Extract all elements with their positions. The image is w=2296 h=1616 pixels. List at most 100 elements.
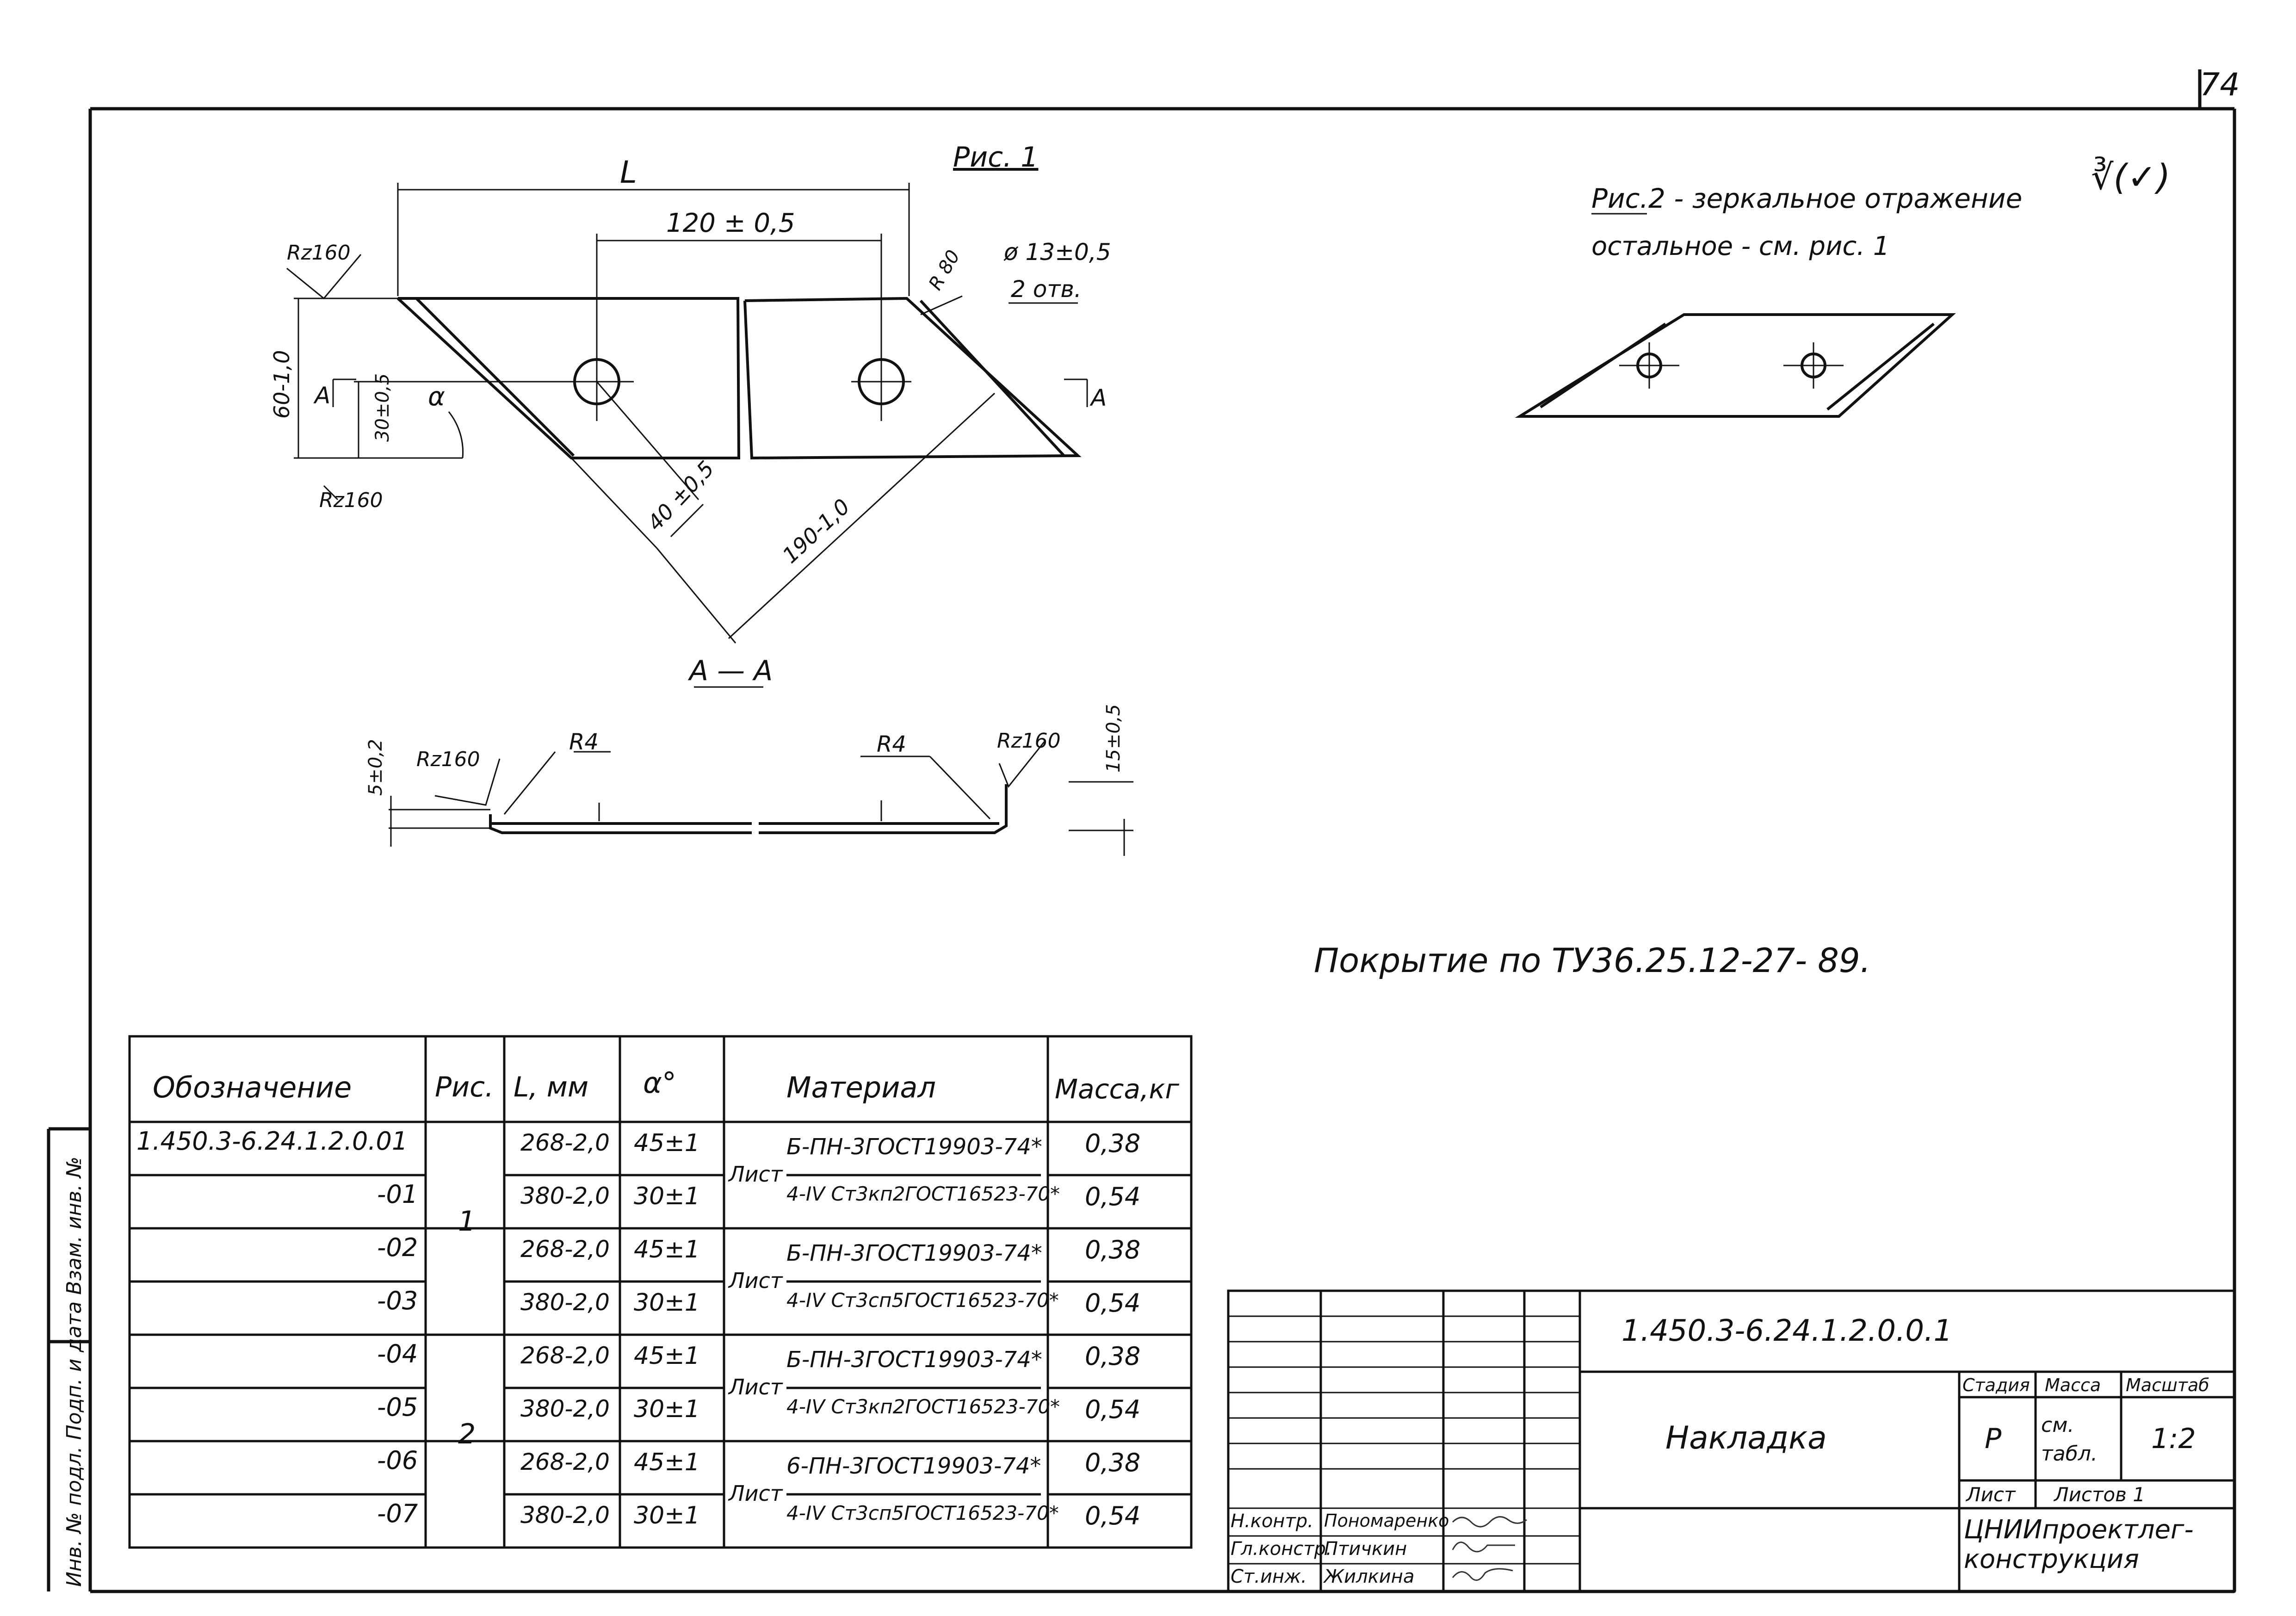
rz-bottom: Rz160 [319, 489, 383, 512]
designation-6: -06 [377, 1446, 418, 1475]
header-material: Материал [786, 1071, 936, 1104]
scale-value: 1:2 [2151, 1423, 2196, 1455]
section-mark-left: A [315, 382, 331, 409]
doc-code: 1.450.3-6.24.1.2.0.0.1 [1621, 1314, 1953, 1348]
alpha-label: α [428, 382, 445, 412]
role-1: Гл.констр. [1231, 1538, 1332, 1560]
sheet-label: Лист [1966, 1483, 2016, 1506]
mass-6: 0,38 [1085, 1448, 1141, 1477]
fig1-part-outline [396, 297, 1082, 460]
person-0: Пономаренко [1324, 1511, 1449, 1531]
person-2: Жилкина [1324, 1566, 1415, 1587]
angle-3: 30±1 [634, 1289, 700, 1317]
material-bottom-3: 4-IV Ст3сп5ГОСТ16523-70* [786, 1502, 1059, 1524]
section-title: А — А [689, 655, 773, 687]
section-R-right: R4 [877, 731, 906, 757]
material-bottom-0: 4-IV Ст3кп2ГОСТ16523-70* [786, 1183, 1060, 1205]
header-angle: α° [643, 1066, 676, 1100]
mass-label: Масса [2045, 1375, 2101, 1395]
header-mass: Масса,кг [1055, 1073, 1179, 1105]
header-fig: Рис. [435, 1071, 494, 1103]
signatures [1452, 1516, 1527, 1581]
designation-7: -07 [377, 1499, 418, 1528]
mass-7: 0,54 [1085, 1501, 1141, 1530]
material-top-0: Б-ПН-3ГОСТ19903-74* [786, 1134, 1042, 1160]
mass-3: 0,54 [1085, 1288, 1141, 1318]
material-prefix-1: Лист [729, 1268, 783, 1293]
role-2: Ст.инж. [1231, 1566, 1307, 1587]
angle-0: 45±1 [634, 1129, 700, 1157]
material-bottom-1: 4-IV Ст3сп5ГОСТ16523-70* [786, 1289, 1059, 1312]
length-4: 268-2,0 [520, 1342, 610, 1369]
designation-5: -05 [377, 1393, 418, 1422]
angle-1: 30±1 [634, 1183, 700, 1210]
material-top-2: Б-ПН-3ГОСТ19903-74* [786, 1347, 1042, 1373]
dim-60-label: 60-1,0 [269, 350, 294, 419]
stage-label: Стадия [1962, 1375, 2030, 1395]
designation-3: -03 [377, 1286, 418, 1315]
dim-15-label: 15±0,5 [1103, 704, 1124, 773]
header-length: L, мм [514, 1071, 589, 1103]
header-designation: Обозначение [153, 1071, 352, 1104]
sheets-label: Листов 1 [2054, 1483, 2145, 1506]
material-bottom-2: 4-IV Ст3кп2ГОСТ16523-70* [786, 1395, 1060, 1418]
designation-2: -02 [377, 1233, 418, 1262]
material-prefix-2: Лист [729, 1375, 783, 1399]
section-rz-left: Rz160 [416, 748, 480, 771]
mass-1: 0,54 [1085, 1182, 1141, 1211]
length-0: 268-2,0 [520, 1129, 610, 1156]
angle-2: 45±1 [634, 1236, 700, 1263]
role-0: Н.контр. [1231, 1511, 1313, 1532]
mass-0: 0,38 [1085, 1129, 1141, 1158]
length-1: 380-2,0 [520, 1183, 610, 1209]
mass-2: 0,38 [1085, 1235, 1141, 1264]
mass-value: см. табл. [2041, 1413, 2098, 1466]
length-6: 268-2,0 [520, 1449, 610, 1475]
section-mark-right: A [1091, 384, 1107, 411]
material-top-3: 6-ПН-3ГОСТ19903-74* [786, 1453, 1041, 1479]
length-5: 380-2,0 [520, 1395, 610, 1422]
dim-40-label: 40 ±0,5 [643, 456, 719, 535]
designation-1: -01 [377, 1180, 418, 1209]
dim-L-label: L [620, 155, 637, 190]
section-R-left: R4 [569, 729, 599, 755]
organization: ЦНИИпроектлег- конструкция [1964, 1515, 2194, 1575]
designation-4: -04 [377, 1339, 418, 1368]
fig2-note: остальное - см. рис. 1 [1591, 231, 1890, 261]
mass-4: 0,38 [1085, 1342, 1141, 1371]
part-name: Накладка [1665, 1420, 1827, 1456]
material-prefix-0: Лист [729, 1162, 783, 1187]
angle-6: 45±1 [634, 1449, 700, 1476]
title-block-grid [1227, 1289, 2236, 1593]
fig2-caption: Рис.2 - зеркальное отражение [1591, 185, 2022, 212]
designation-0: 1.450.3-6.24.1.2.0.01 [136, 1127, 408, 1156]
dim-120-label: 120 ± 0,5 [666, 208, 795, 238]
angle-5: 30±1 [634, 1395, 700, 1423]
length-7: 380-2,0 [520, 1502, 610, 1529]
mass-5: 0,54 [1085, 1395, 1141, 1424]
section-rz-right: Rz160 [997, 729, 1061, 753]
fig2-caption-rest: - зеркальное отражение [1665, 183, 2023, 214]
spec-table-grid [128, 1035, 1193, 1549]
sheet-number: 74 [2200, 67, 2240, 103]
dim-R80-label: R 80 [925, 247, 965, 294]
dim-holes-count: 2 отв. [1011, 276, 1082, 303]
fig2-part-outline [1515, 313, 1956, 418]
person-1: Птичкин [1324, 1538, 1407, 1560]
angle-4: 45±1 [634, 1342, 700, 1370]
rz-top: Rz160 [287, 241, 351, 265]
angle-7: 30±1 [634, 1502, 700, 1529]
material-prefix-3: Лист [729, 1481, 783, 1506]
dim-5-label: 5±0,2 [365, 739, 386, 796]
material-top-1: Б-ПН-3ГОСТ19903-74* [786, 1240, 1042, 1266]
fig-number-2: 2 [458, 1418, 476, 1450]
fig2-caption-title: Рис.2 [1591, 183, 1665, 214]
length-3: 380-2,0 [520, 1289, 610, 1316]
fig1-caption: Рис. 1 [953, 141, 1039, 173]
dim-hole-label: ø 13±0,5 [1004, 239, 1111, 266]
scale-label: Масштаб [2126, 1375, 2209, 1395]
fig-number-1: 1 [458, 1205, 476, 1238]
length-2: 268-2,0 [520, 1236, 610, 1263]
left-margin-label: Инв. № подл. Подп. и дата Взам. инв. № [62, 1157, 86, 1587]
